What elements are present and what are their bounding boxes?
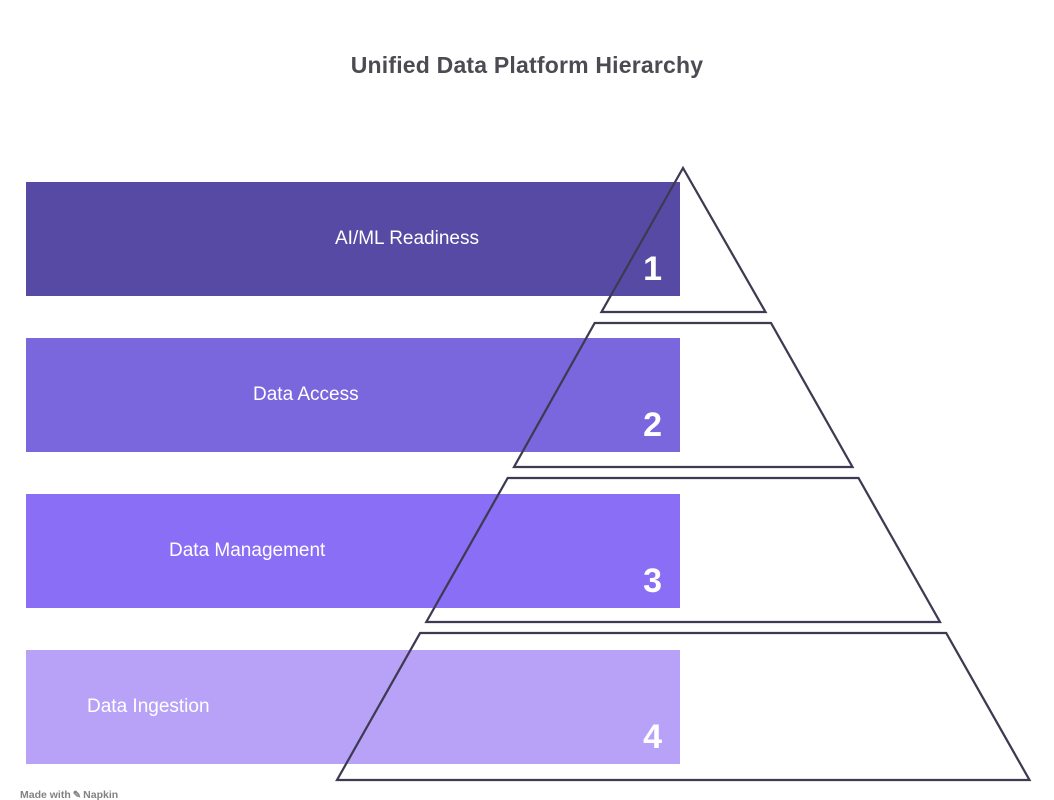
level-label: AI/ML Readiness — [335, 228, 479, 249]
level-label: Data Management — [169, 540, 326, 561]
level-label: Data Ingestion — [87, 696, 210, 717]
level-rank: 2 — [643, 406, 662, 444]
pyramid-level-bar-3: Data Management 3 — [23, 491, 683, 611]
watermark: Made with✎Napkin — [20, 789, 118, 800]
level-label: Data Access — [253, 384, 359, 405]
level-rank: 1 — [643, 250, 662, 288]
pyramid-level-bar-4: Data Ingestion 4 — [23, 647, 683, 767]
pyramid-level-bar-1: AI/ML Readiness 1 — [23, 179, 683, 299]
level-rank: 4 — [643, 718, 662, 756]
level-rank: 3 — [643, 562, 662, 600]
pyramid-level-bar-2: Data Access 2 — [23, 335, 683, 455]
watermark-prefix: Made with — [20, 789, 71, 800]
pen-nib-icon: ✎ — [72, 790, 82, 800]
page-title: Unified Data Platform Hierarchy — [350, 52, 704, 78]
watermark-brand: Napkin — [83, 789, 119, 800]
